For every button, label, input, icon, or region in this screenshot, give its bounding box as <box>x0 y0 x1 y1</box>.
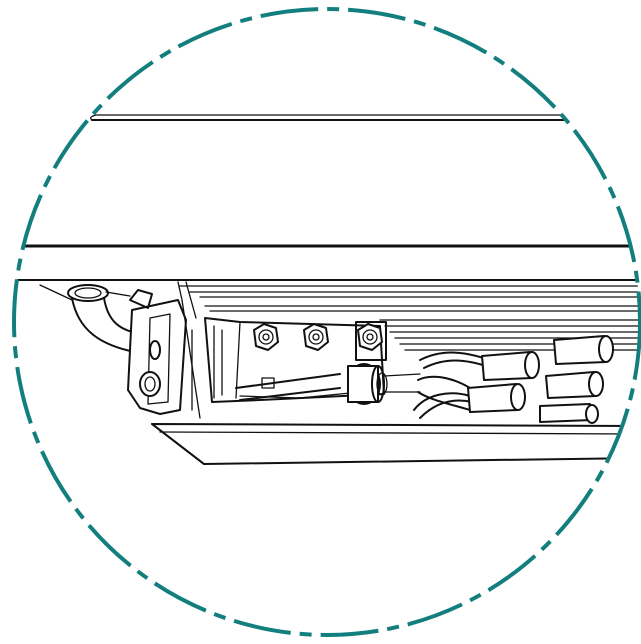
cylindrical-rod-icon <box>539 403 599 424</box>
magnified-detail-circle <box>12 7 641 637</box>
cylindrical-rod-icon <box>481 351 540 381</box>
elbow-pipe-icon <box>39 284 141 353</box>
hex-nut-icon <box>303 323 329 351</box>
bottom-tray <box>151 423 640 465</box>
cylindrical-rod-icon <box>553 335 614 365</box>
hex-nut-icon <box>253 323 279 351</box>
tube-bundle <box>413 351 493 419</box>
assembly-drawing <box>14 114 640 465</box>
cylindrical-rod-icon <box>545 371 604 399</box>
upper-panel <box>14 114 640 248</box>
cylindrical-rod-icon <box>235 363 421 405</box>
hex-nut-icon <box>355 321 387 361</box>
cylindrical-rod-icon <box>467 383 526 413</box>
mounting-bracket <box>127 281 201 419</box>
